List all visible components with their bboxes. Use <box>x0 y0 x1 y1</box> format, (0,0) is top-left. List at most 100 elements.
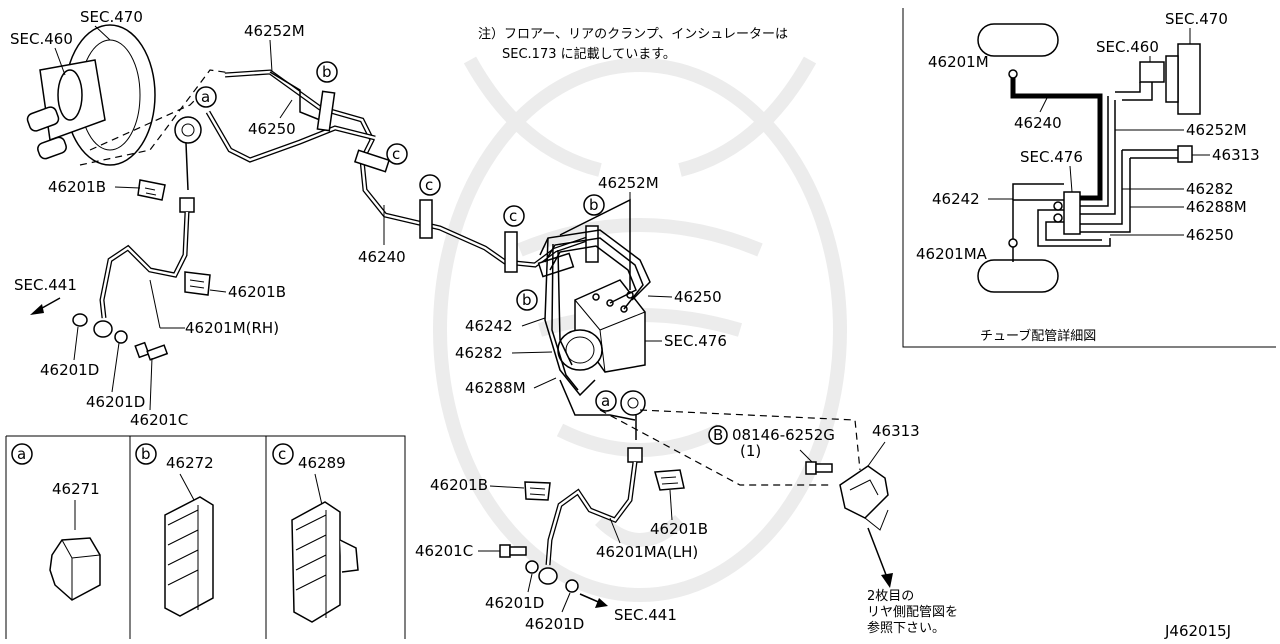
callout-c-3[interactable]: c <box>503 205 525 227</box>
svg-text:b: b <box>141 445 151 463</box>
detail-label-sec470[interactable]: SEC.470 <box>1165 10 1228 28</box>
label-46201D-lh-2[interactable]: 46201D <box>525 615 584 633</box>
clip-c-top[interactable] <box>353 149 391 173</box>
detail-actuator[interactable] <box>1063 191 1081 235</box>
washer-46201D-rh-1[interactable] <box>72 313 88 327</box>
callout-c-2[interactable]: c <box>419 174 441 196</box>
svg-text:c: c <box>509 207 517 225</box>
detail-label-46288M[interactable]: 46288M <box>1186 198 1247 216</box>
bolt-08146-6252G[interactable] <box>805 461 833 475</box>
rear-ref-line-2[interactable]: リヤ側配管図を <box>867 605 958 620</box>
callout-c-1[interactable]: c <box>386 143 408 165</box>
svg-text:b: b <box>322 63 332 81</box>
callout-a-lower[interactable]: a <box>595 390 617 412</box>
bolt-46201C-lh[interactable] <box>499 544 527 558</box>
note-line-1: 注）フロアー、リアのクランプ、インシュレーターは <box>478 27 788 42</box>
legend-a-46271[interactable]: a 46271 <box>11 443 101 601</box>
detail-label-46240[interactable]: 46240 <box>1014 114 1062 132</box>
detail-label-sec476[interactable]: SEC.476 <box>1020 148 1083 166</box>
label-sec470[interactable]: SEC.470 <box>80 8 143 26</box>
detail-label-46252M[interactable]: 46252M <box>1186 121 1247 139</box>
washer-46201D-lh-1[interactable] <box>525 560 539 574</box>
arrow-rear-reference <box>867 527 889 581</box>
detail-label-46201M[interactable]: 46201M <box>928 53 989 71</box>
label-46250-top[interactable]: 46250 <box>248 120 296 138</box>
clip-46272-drawing <box>164 496 214 617</box>
callout-b-top[interactable]: b <box>316 61 338 83</box>
brake-hose-lh[interactable] <box>538 447 643 585</box>
brake-tube-46250[interactable] <box>269 71 326 123</box>
dashed-connection-46313 <box>599 409 861 486</box>
brake-tube-46240[interactable] <box>205 110 376 163</box>
detail-caliper-rear[interactable] <box>977 259 1059 293</box>
label-46242[interactable]: 46242 <box>465 317 513 335</box>
legend-c-part-number: 46289 <box>298 454 346 472</box>
clip-46289-drawing <box>291 501 341 623</box>
svg-text:B: B <box>713 426 723 444</box>
label-46201D-lh-1[interactable]: 46201D <box>485 594 544 612</box>
label-bolt-08146-6252G[interactable]: 08146-6252G <box>732 426 835 444</box>
grommet-46271-lower[interactable] <box>620 390 646 416</box>
label-46282[interactable]: 46282 <box>455 344 503 362</box>
label-sec460[interactable]: SEC.460 <box>10 30 73 48</box>
svg-text:b: b <box>522 291 532 309</box>
bolt-46201C-rh[interactable] <box>134 341 169 361</box>
clip-46201B-lh-left[interactable] <box>524 481 551 501</box>
label-46201B-lh-right[interactable]: 46201B <box>650 520 708 538</box>
detail-label-46250[interactable]: 46250 <box>1186 226 1234 244</box>
label-sec441-rh[interactable]: SEC.441 <box>14 276 77 294</box>
svg-text:c: c <box>425 176 433 194</box>
detail-label-46242[interactable]: 46242 <box>932 190 980 208</box>
label-46201MA-lh[interactable]: 46201MA(LH) <box>596 543 698 561</box>
rear-ref-line-3[interactable]: 参照下さい。 <box>867 620 945 636</box>
clip-46201B-upper[interactable] <box>137 179 166 201</box>
detail-caliper-front[interactable] <box>977 23 1059 57</box>
detail-booster[interactable] <box>1139 43 1201 115</box>
legend-b-46272[interactable]: b 46272 <box>135 443 214 617</box>
clip-b-top[interactable] <box>316 90 336 132</box>
clip-46201B-lh-right[interactable] <box>654 469 685 491</box>
label-46201C-rh[interactable]: 46201C <box>130 411 188 429</box>
piping-detail-panel <box>902 8 1276 348</box>
label-sec441-lh[interactable]: SEC.441 <box>614 606 677 624</box>
washer-46201D-lh-2[interactable] <box>565 579 579 593</box>
leader-sec460 <box>54 47 66 76</box>
label-46252M-center[interactable]: 46252M <box>598 174 659 192</box>
clip-c-lower[interactable] <box>504 231 518 273</box>
label-46201D-rh-2[interactable]: 46201D <box>86 393 145 411</box>
label-46240[interactable]: 46240 <box>358 248 406 266</box>
detail-label-sec460[interactable]: SEC.460 <box>1096 38 1159 56</box>
label-46201D-rh-1[interactable]: 46201D <box>40 361 99 379</box>
callout-b-2[interactable]: b <box>583 194 605 216</box>
detail-label-46313[interactable]: 46313 <box>1212 146 1260 164</box>
detail-connector-46313[interactable] <box>1177 145 1193 163</box>
detail-label-46201MA[interactable]: 46201MA <box>916 245 988 263</box>
label-46201B-rh-bottom[interactable]: 46201B <box>228 283 286 301</box>
connector-46313[interactable] <box>839 465 889 519</box>
brake-hose-rh[interactable] <box>93 197 195 338</box>
clip-b-upper[interactable] <box>585 225 599 263</box>
rear-ref-line-1[interactable]: 2枚目の <box>867 589 914 604</box>
label-46201B-rh-top[interactable]: 46201B <box>48 178 106 196</box>
label-46201C-lh[interactable]: 46201C <box>415 542 473 560</box>
label-46201B-lh-left[interactable]: 46201B <box>430 476 488 494</box>
grommet-46271-top[interactable] <box>174 116 202 144</box>
legend-a-part-number: 46271 <box>52 480 100 498</box>
label-46252M-top[interactable]: 46252M <box>244 22 305 40</box>
clip-46201B-lower[interactable] <box>184 271 211 296</box>
detail-label-46282[interactable]: 46282 <box>1186 180 1234 198</box>
clip-c-mid[interactable] <box>419 199 433 239</box>
diagram-id: J462015J <box>1164 622 1231 639</box>
legend-c-46289[interactable]: c 46289 <box>272 443 359 623</box>
label-46201M-rh[interactable]: 46201M(RH) <box>185 319 279 337</box>
label-sec476[interactable]: SEC.476 <box>664 332 727 350</box>
washer-46201D-rh-2[interactable] <box>114 330 128 344</box>
label-46250-center[interactable]: 46250 <box>674 288 722 306</box>
callout-B-bolt[interactable]: B <box>708 425 728 445</box>
callout-a-top[interactable]: a <box>195 86 217 108</box>
callout-b-3[interactable]: b <box>516 289 538 311</box>
label-46313[interactable]: 46313 <box>872 422 920 440</box>
label-46288M[interactable]: 46288M <box>465 379 526 397</box>
detail-tubes[interactable] <box>1010 70 1180 262</box>
